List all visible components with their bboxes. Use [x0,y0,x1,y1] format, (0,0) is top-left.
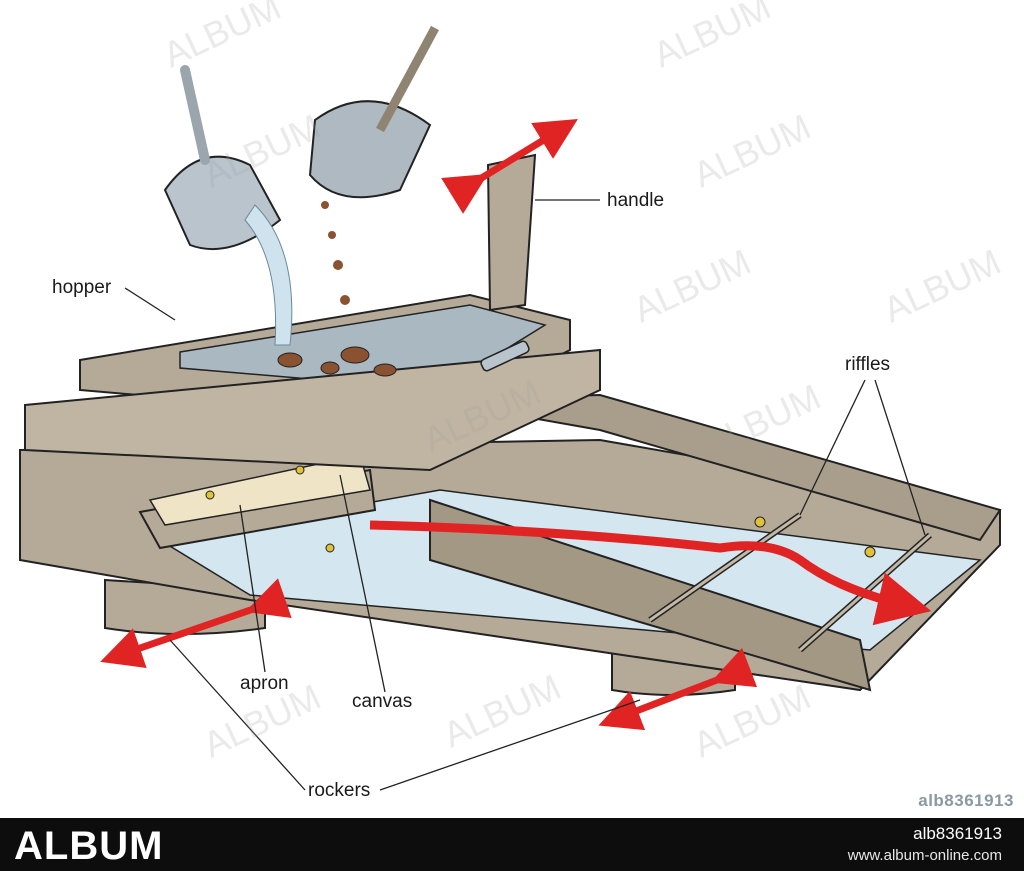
label-handle: handle [607,190,665,211]
rocker-arrow-left [100,578,292,669]
gold-speck [754,516,766,528]
label-hopper: hopper [52,277,112,298]
leader-apron [239,504,266,673]
label-rockers: rockers [308,780,371,801]
label-canvas: canvas [352,691,413,712]
reference-number: alb8361913 [913,824,1002,843]
leader-riffles-2 [874,379,926,536]
leader-riffles-1 [799,379,866,516]
leader-rockers-2 [379,699,641,791]
rocker-arrow-right [598,647,758,731]
leader-hopper [124,287,176,321]
label-apron: apron [240,673,289,694]
water-stream [244,204,293,346]
rocker-box-illustration [19,25,1002,791]
flow-arrow [369,520,932,626]
label-riffles: riffles [845,354,891,375]
handle-post [486,153,537,312]
brand-logo[interactable]: ALBUM [14,824,164,868]
image-code: alb8361913 [918,791,1014,810]
leader-rockers-1 [169,639,306,791]
canvas [148,454,371,526]
trough-front-wall [429,498,872,692]
handle-arrow [441,119,578,214]
leader-canvas [339,474,386,693]
scoop-handle [180,65,210,165]
site-link[interactable]: www.album-online.com [847,847,1002,864]
shovel-shaft [376,25,439,133]
shovel-blade [308,100,432,199]
gold-speck [864,546,876,558]
footer-bar: ALBUM alb8361913 www.album-online.com [0,818,1024,871]
hopper-grip [480,340,530,372]
